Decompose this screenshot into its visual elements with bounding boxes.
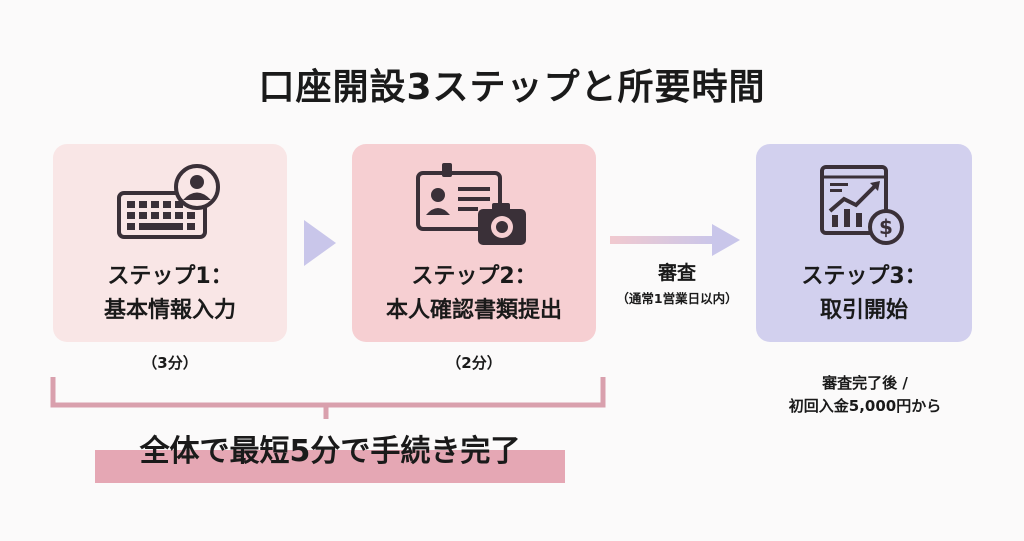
- arrow-right-long-icon: [608, 220, 744, 264]
- page-title: 口座開設3ステップと所要時間: [258, 67, 766, 108]
- arrow-right-icon: [302, 218, 338, 272]
- step3-note-line2: 初回入金5,000円から: [788, 397, 942, 415]
- step2-time: （2分）: [446, 354, 502, 372]
- step1-card: ステップ1： 基本情報入力: [53, 144, 287, 342]
- summary-text: 全体で最短5分で手続き完了: [139, 434, 521, 469]
- step3-name: 取引開始: [819, 298, 908, 323]
- review-label: 審査: [657, 262, 696, 284]
- step2-card: ステップ2： 本人確認書類提出: [352, 144, 596, 342]
- step3-title: ステップ3：: [801, 264, 927, 289]
- step3-note: 審査完了後 / 初回入金5,000円から: [740, 372, 990, 418]
- svg-text:$: $: [879, 215, 893, 239]
- step2-title: ステップ2：: [411, 264, 537, 289]
- step3-note-line1: 審査完了後 /: [822, 374, 908, 392]
- step2-name: 本人確認書類提出: [385, 298, 562, 323]
- step1-name: 基本情報入力: [103, 298, 236, 323]
- step1-title: ステップ1：: [107, 264, 233, 289]
- duration-bracket: [50, 375, 606, 425]
- step3-card: $ ステップ3： 取引開始: [756, 144, 972, 342]
- step1-time: （3分）: [142, 354, 198, 372]
- summary-highlight: [95, 450, 565, 483]
- growth-chart-dollar-icon: $: [814, 162, 914, 254]
- id-card-camera-icon: [414, 162, 534, 254]
- review-label-group: 審査 （通常1営業日以内）: [602, 258, 752, 307]
- keyboard-user-icon: [115, 162, 225, 254]
- review-duration: （通常1営業日以内）: [616, 291, 738, 306]
